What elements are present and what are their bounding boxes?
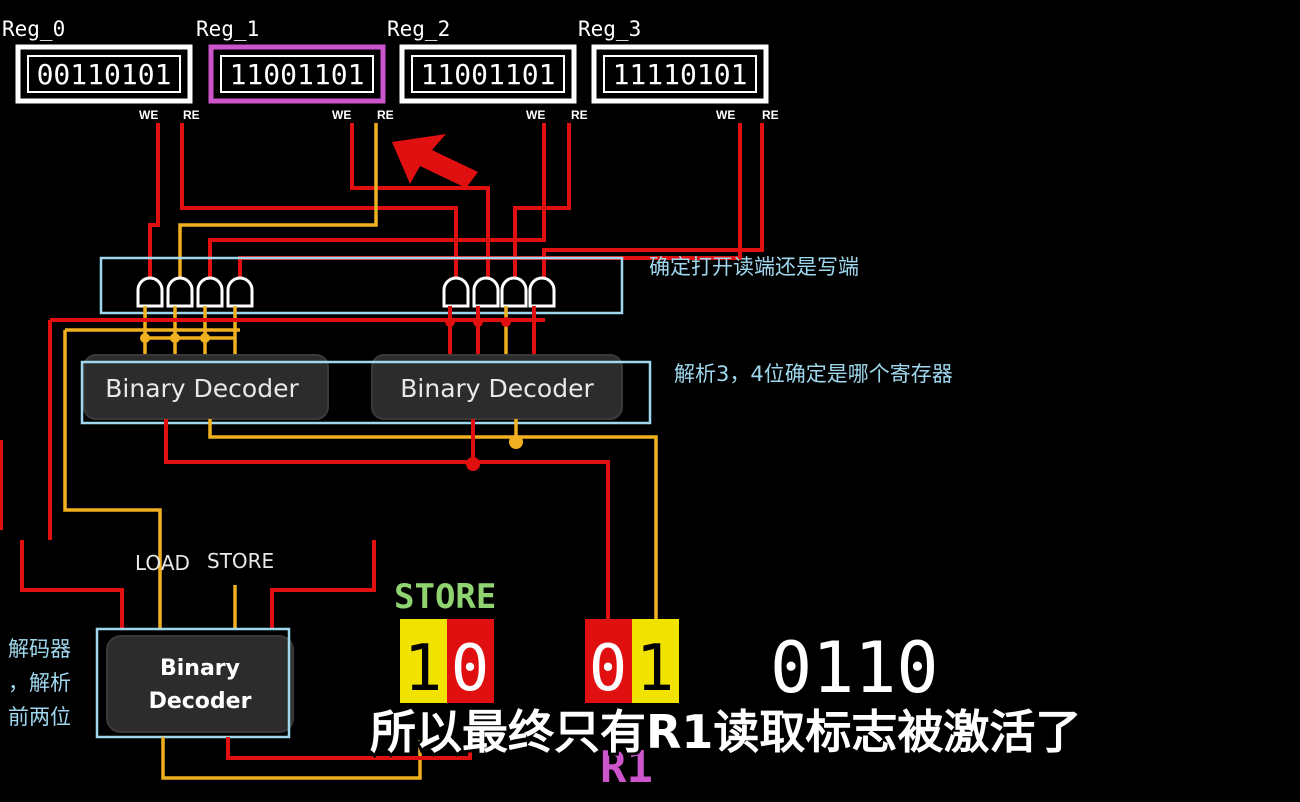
- register-reg-1: Reg_1 11001101 WE RE: [196, 17, 394, 122]
- reg-3-label: Reg_3: [578, 17, 641, 41]
- bottom-annotation-line2: ，解析: [8, 671, 71, 695]
- binary-decoder-bottom: Binary Decoder: [106, 635, 294, 733]
- reg-3-value: 11110101: [613, 58, 748, 91]
- reg-0-we: WE: [139, 108, 158, 122]
- binary-decoder-bottom-line1: Binary: [160, 656, 240, 681]
- reg-3-re: RE: [762, 108, 779, 122]
- decoders-annotation: 解析3，4位确定是哪个寄存器: [674, 362, 953, 386]
- reg-2-value: 11001101: [421, 58, 556, 91]
- instruction-bit-0: 1: [404, 632, 443, 706]
- binary-decoder-left: Binary Decoder: [83, 354, 329, 420]
- opcode-wires: [161, 737, 472, 780]
- and-gates-right: [442, 276, 556, 308]
- reg-1-value: 11001101: [230, 58, 365, 91]
- reg-2-label: Reg_2: [387, 17, 450, 41]
- instruction-bit-2: 0: [589, 632, 628, 706]
- reg-0-value: 00110101: [37, 58, 172, 91]
- instruction-op-label: STORE: [394, 577, 496, 617]
- reg-0-re: RE: [183, 108, 200, 122]
- subtitle: 所以最终只有R1读取标志被激活了: [370, 705, 1081, 759]
- instruction-bit-1: 0: [451, 632, 490, 706]
- binary-decoder-right: Binary Decoder: [371, 354, 623, 420]
- instruction-bits: 1 0 0 1: [400, 619, 679, 706]
- reg-1-re: RE: [377, 108, 394, 122]
- reg-2-we: WE: [526, 108, 545, 122]
- register-reg-2: Reg_2 11001101 WE RE: [387, 17, 588, 122]
- reg-3-we: WE: [716, 108, 735, 122]
- instruction-bit-3: 1: [636, 632, 675, 706]
- and-gates-left: [136, 276, 254, 308]
- bottom-annotation-line1: 解码器: [8, 637, 71, 661]
- instruction-reg-label: R1: [600, 742, 653, 793]
- decoder-input-wires: [20, 320, 658, 630]
- register-reg-3: Reg_3 11110101 WE RE: [578, 17, 779, 122]
- reg-1-label: Reg_1: [196, 17, 259, 41]
- reg-0-label: Reg_0: [2, 17, 65, 41]
- bottom-decoder-annotation-box: [95, 627, 291, 739]
- edge-marker: [0, 440, 3, 530]
- reg-2-re: RE: [571, 108, 588, 122]
- gate-decoder-wires: [50, 306, 545, 360]
- binary-decoder-right-label: Binary Decoder: [400, 374, 594, 403]
- binary-decoder-bottom-line2: Decoder: [149, 689, 252, 714]
- binary-decoder-left-label: Binary Decoder: [105, 374, 299, 403]
- gates-annotation: 确定打开读端还是写端: [649, 255, 859, 279]
- bottom-annotation-line3: 前两位: [8, 705, 71, 729]
- store-label: STORE: [207, 549, 274, 573]
- load-label: LOAD: [135, 551, 190, 575]
- gates-annotation-box: [99, 256, 624, 315]
- instruction-operand: 0110: [770, 627, 939, 709]
- decoders-annotation-box: [80, 360, 652, 425]
- register-reg-0: Reg_0 00110101 WE RE: [2, 17, 200, 122]
- pointer-arrow: [392, 134, 478, 188]
- reg-1-we: WE: [332, 108, 351, 122]
